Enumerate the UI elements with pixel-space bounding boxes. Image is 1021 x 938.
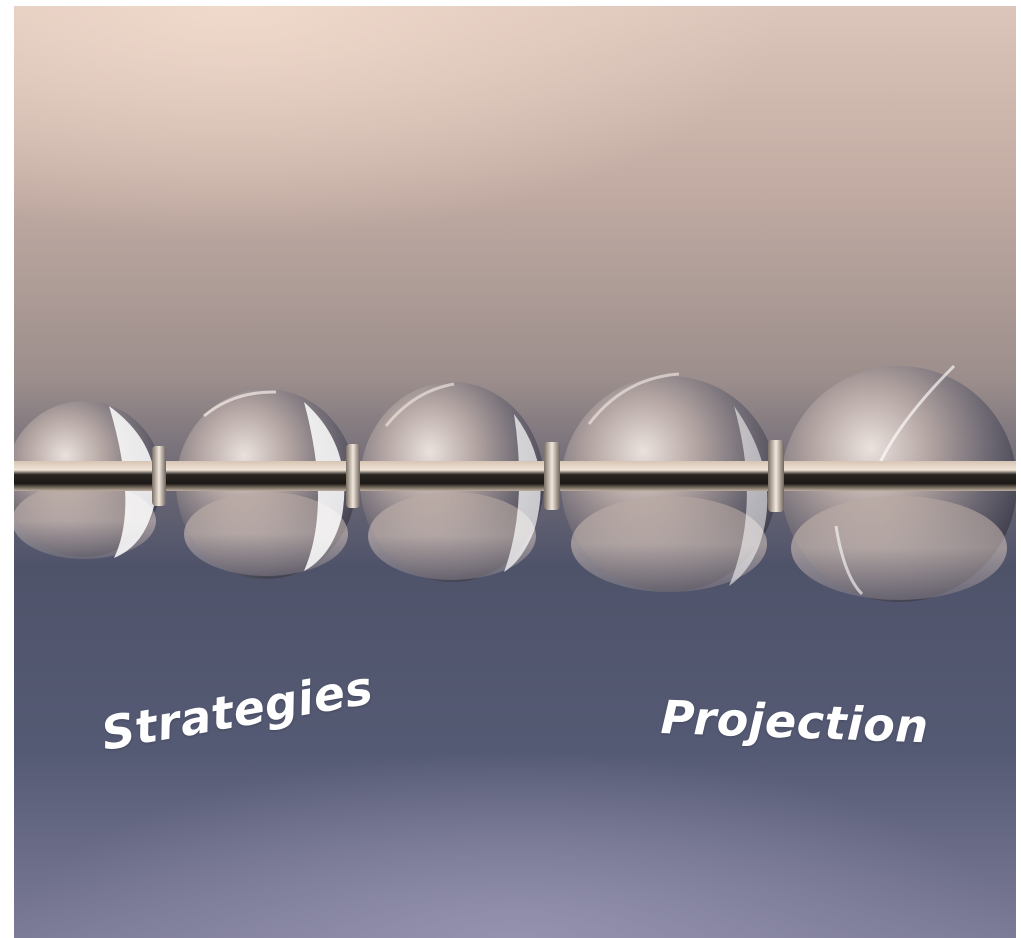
bead-spacer xyxy=(544,442,560,510)
photo-frame: Strategies Projection xyxy=(14,6,1016,938)
bead-spacer xyxy=(768,440,784,512)
bead-spacer xyxy=(346,444,360,508)
caption-projection: Projection xyxy=(659,690,930,754)
crystal-beads-photo xyxy=(14,6,1016,938)
crystal-bead xyxy=(561,372,777,592)
bead-spacer xyxy=(152,446,166,506)
metal-rod xyxy=(14,461,1016,491)
